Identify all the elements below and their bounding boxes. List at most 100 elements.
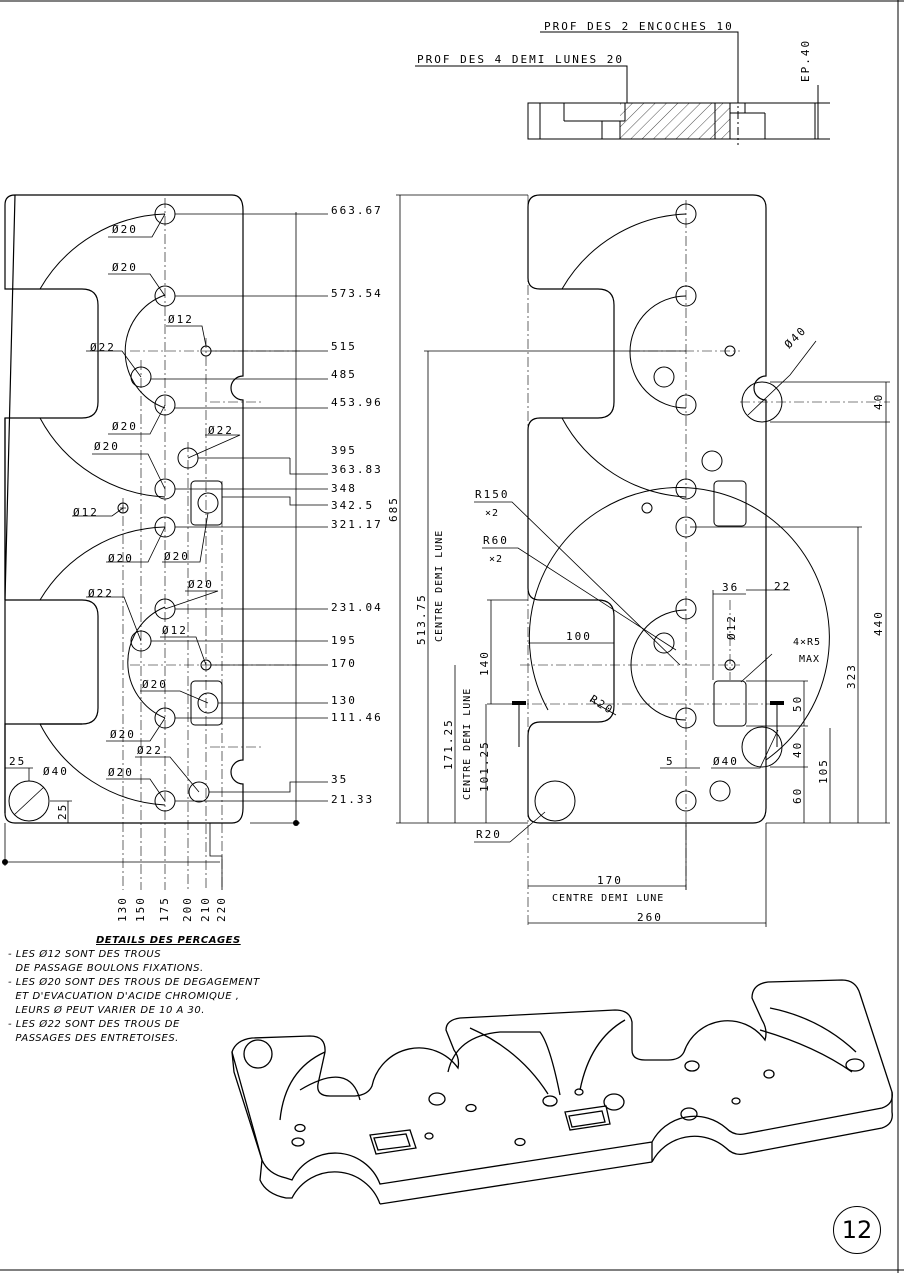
drilling-notes: DETAILS DES PERCAGES - LES Ø12 SONT DES … — [8, 934, 308, 1046]
origin-dot — [293, 820, 299, 826]
isometric-view — [231, 979, 893, 1205]
svg-text:Ø22: Ø22 — [88, 587, 114, 600]
svg-text:663.67: 663.67 — [331, 204, 383, 217]
corner-dim-y: 25 — [56, 803, 69, 820]
svg-text:R60: R60 — [483, 534, 509, 547]
svg-text:485: 485 — [331, 368, 357, 381]
svg-text:Ø20: Ø20 — [112, 223, 138, 236]
svg-text:150: 150 — [134, 896, 147, 922]
svg-text:342.5: 342.5 — [331, 499, 374, 512]
right-demi-lunes — [528, 213, 830, 761]
svg-text:50: 50 — [791, 695, 804, 712]
svg-text:Ø12: Ø12 — [162, 624, 188, 637]
left-crosses — [120, 505, 126, 511]
right-leaders — [474, 340, 817, 843]
svg-text:130: 130 — [331, 694, 357, 707]
svg-text:Ø20: Ø20 — [110, 728, 136, 741]
svg-text:4×R5: 4×R5 — [793, 637, 821, 648]
svg-text:Ø20: Ø20 — [164, 550, 190, 563]
notes-title: DETAILS DES PERCAGES — [96, 935, 241, 946]
svg-text:Ø20: Ø20 — [112, 261, 138, 274]
right-dims: 513.75 40 440 36 22 100 140 171.25 101.2… — [415, 393, 885, 924]
svg-text:105: 105 — [817, 758, 830, 784]
left-hole-labels: Ø20 Ø20 Ø12 Ø22 Ø20 Ø22 Ø20 Ø12 Ø20 Ø20 … — [43, 223, 234, 779]
right-plate — [527, 194, 767, 824]
svg-text:100: 100 — [566, 630, 592, 643]
svg-text:170: 170 — [597, 874, 623, 887]
notes-line: - LES Ø12 SONT DES TROUS — [8, 949, 162, 960]
svg-text:5: 5 — [666, 755, 675, 768]
prof-demi-lunes-label: PROF DES 4 DEMI LUNES 20 — [417, 53, 624, 66]
svg-text:Ø12: Ø12 — [73, 506, 99, 519]
overall-height-dim: 685 — [387, 496, 400, 522]
svg-text:Ø20: Ø20 — [112, 420, 138, 433]
svg-text:440: 440 — [872, 610, 885, 636]
svg-text:175: 175 — [158, 896, 171, 922]
svg-text:40: 40 — [872, 393, 885, 410]
svg-text:Ø22: Ø22 — [137, 744, 163, 757]
svg-text:Ø20: Ø20 — [108, 552, 134, 565]
svg-text:171.25: 171.25 — [442, 718, 455, 770]
svg-text:210: 210 — [199, 896, 212, 922]
svg-text:40: 40 — [791, 741, 804, 758]
svg-text:Ø12: Ø12 — [168, 313, 194, 326]
svg-text:260: 260 — [637, 911, 663, 924]
svg-text:Ø40: Ø40 — [43, 765, 69, 778]
svg-text:Ø22: Ø22 — [208, 424, 234, 437]
svg-text:60: 60 — [791, 787, 804, 804]
svg-text:35: 35 — [331, 773, 348, 786]
svg-text:CENTRE DEMI LUNE: CENTRE DEMI LUNE — [434, 530, 445, 642]
svg-text:×2: ×2 — [489, 554, 503, 565]
right-holes — [534, 203, 783, 822]
section-markers — [512, 701, 784, 747]
left-demi-lunes — [39, 213, 166, 806]
svg-text:130: 130 — [116, 896, 129, 922]
svg-text:R20: R20 — [587, 693, 616, 718]
svg-text:Ø40: Ø40 — [713, 755, 739, 768]
section-view — [415, 31, 830, 145]
thickness-label: EP.40 — [799, 39, 812, 82]
svg-text:CENTRE DEMI LUNE: CENTRE DEMI LUNE — [462, 688, 473, 800]
prof-encoches-label: PROF DES 2 ENCOCHES 10 — [544, 20, 734, 33]
svg-text:363.83: 363.83 — [331, 463, 383, 476]
svg-text:101.25: 101.25 — [478, 740, 491, 792]
svg-text:220: 220 — [215, 896, 228, 922]
notes-line: ET D'EVACUATION D'ACIDE CHROMIQUE , — [8, 991, 240, 1002]
notes-line: - LES Ø22 SONT DES TROUS DE — [8, 1019, 180, 1030]
notes-line: - LES Ø20 SONT DES TROUS DE DEGAGEMENT — [8, 977, 260, 988]
svg-text:MAX: MAX — [799, 654, 820, 665]
corner-dim-x: 25 — [9, 755, 26, 768]
svg-text:195: 195 — [331, 634, 357, 647]
svg-text:22: 22 — [774, 580, 791, 593]
left-leaders — [13, 213, 241, 816]
left-right-dims: 663.67 573.54 515 485 453.96 395 363.83 … — [331, 204, 383, 806]
origin-dot-bottom — [2, 859, 8, 865]
svg-text:321.17: 321.17 — [331, 518, 383, 531]
svg-text:21.33: 21.33 — [331, 793, 374, 806]
svg-text:Ø40: Ø40 — [782, 324, 809, 351]
notes-line: DE PASSAGE BOULONS FIXATIONS. — [8, 963, 204, 974]
svg-text:Ø22: Ø22 — [90, 341, 116, 354]
right-centerlines — [514, 195, 890, 925]
svg-text:Ø20: Ø20 — [188, 578, 214, 591]
svg-text:513.75: 513.75 — [415, 593, 428, 645]
page-number: 12 — [833, 1206, 881, 1254]
right-dimension-lines — [396, 194, 890, 927]
svg-text:573.54: 573.54 — [331, 287, 383, 300]
svg-text:170: 170 — [331, 657, 357, 670]
svg-text:140: 140 — [478, 650, 491, 676]
svg-text:111.46: 111.46 — [331, 711, 383, 724]
right-labels: Ø40 R150 ×2 R60 ×2 CENTRE DEMI LUNE CENT… — [434, 324, 821, 904]
svg-text:Ø20: Ø20 — [108, 766, 134, 779]
svg-text:×2: ×2 — [485, 508, 499, 519]
svg-text:395: 395 — [331, 444, 357, 457]
left-bottom-dims: 130 150 175 200 210 220 — [116, 896, 228, 922]
left-plate — [4, 194, 244, 824]
notes-line: PASSAGES DES ENTRETOISES. — [8, 1033, 179, 1044]
left-dimension-lines — [4, 212, 328, 890]
svg-text:CENTRE DEMI LUNE: CENTRE DEMI LUNE — [552, 893, 664, 904]
svg-text:323: 323 — [845, 663, 858, 689]
notes-line: LEURS Ø PEUT VARIER DE 10 A 30. — [8, 1005, 205, 1016]
svg-text:R150: R150 — [475, 488, 510, 501]
